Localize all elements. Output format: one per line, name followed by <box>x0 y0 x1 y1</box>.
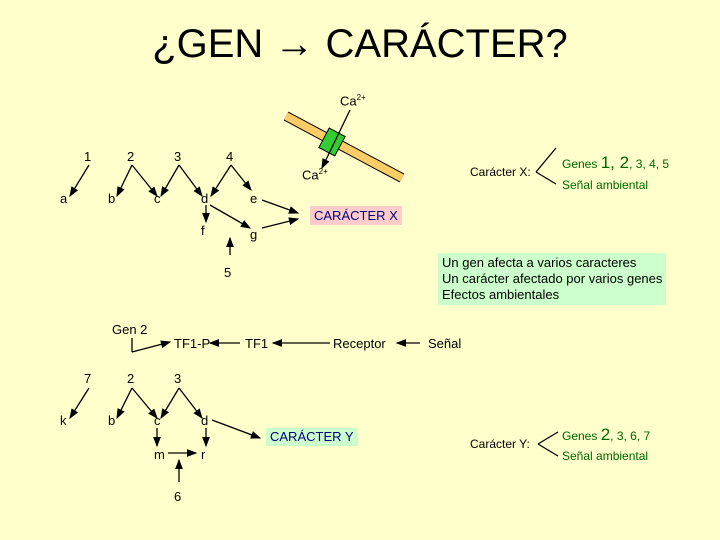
node-e: e <box>250 191 258 206</box>
summary-line-1: Un gen afecta a varios caracteres <box>442 255 637 270</box>
node-k: k <box>60 413 67 428</box>
node-d: d <box>201 191 209 206</box>
caracter-y-box: CARÁCTER Y <box>266 428 358 446</box>
gen2-label: Gen 2 <box>112 322 148 337</box>
gene-2b: 2 <box>127 371 135 386</box>
node-m: m <box>154 447 165 462</box>
node-g: g <box>250 227 258 242</box>
node-b: b <box>108 191 116 206</box>
node-c: c <box>154 191 161 206</box>
node-c2: c <box>154 413 161 428</box>
senal-ambiental-y: Señal ambiental <box>562 449 649 463</box>
ca-arrow <box>321 109 351 170</box>
senal-label: Señal <box>428 336 462 351</box>
tf1p-label: TF1-P <box>174 336 211 351</box>
gene-network-1 <box>69 164 300 255</box>
summary-line-3: Efectos ambientales <box>442 287 560 302</box>
node-r: r <box>201 447 206 462</box>
genes-x-list: Genes 1, 2, 3, 4, 5 <box>562 153 670 172</box>
genes-y-list: Genes 2, 3, 6, 7 <box>562 425 651 444</box>
caracter-y-label: Carácter Y: <box>470 437 530 451</box>
node-a: a <box>60 191 68 206</box>
gene-4: 4 <box>226 149 234 164</box>
node-b2: b <box>108 413 116 428</box>
page-title: ¿GEN → CARÁCTER? <box>152 22 568 66</box>
tf1-label: TF1 <box>245 336 269 351</box>
node-d2: d <box>201 413 209 428</box>
gene-3b: 3 <box>174 371 182 386</box>
gene-5: 5 <box>224 265 232 280</box>
gene-6: 6 <box>174 489 182 504</box>
gene-7: 7 <box>84 371 92 386</box>
caracter-x-label: Carácter X: <box>470 165 531 179</box>
gene-network-2 <box>69 387 262 482</box>
ca-ion-label-top: Ca2+ <box>340 93 366 109</box>
senal-ambiental-x: Señal ambiental <box>562 178 649 192</box>
receptor-label: Receptor <box>333 336 386 351</box>
summary-line-2: Un carácter afectado por varios genes <box>442 271 663 286</box>
gene-1: 1 <box>84 149 92 164</box>
caracter-x-box: CARÁCTER X <box>310 206 402 225</box>
ca-ion-label-mid: Ca2+ <box>302 167 328 183</box>
gene-3: 3 <box>174 149 182 164</box>
gene-2: 2 <box>127 149 135 164</box>
node-f: f <box>201 223 205 238</box>
summary-box: Un gen afecta a varios caracteres Un car… <box>438 253 667 305</box>
signal-pathway <box>131 338 420 353</box>
